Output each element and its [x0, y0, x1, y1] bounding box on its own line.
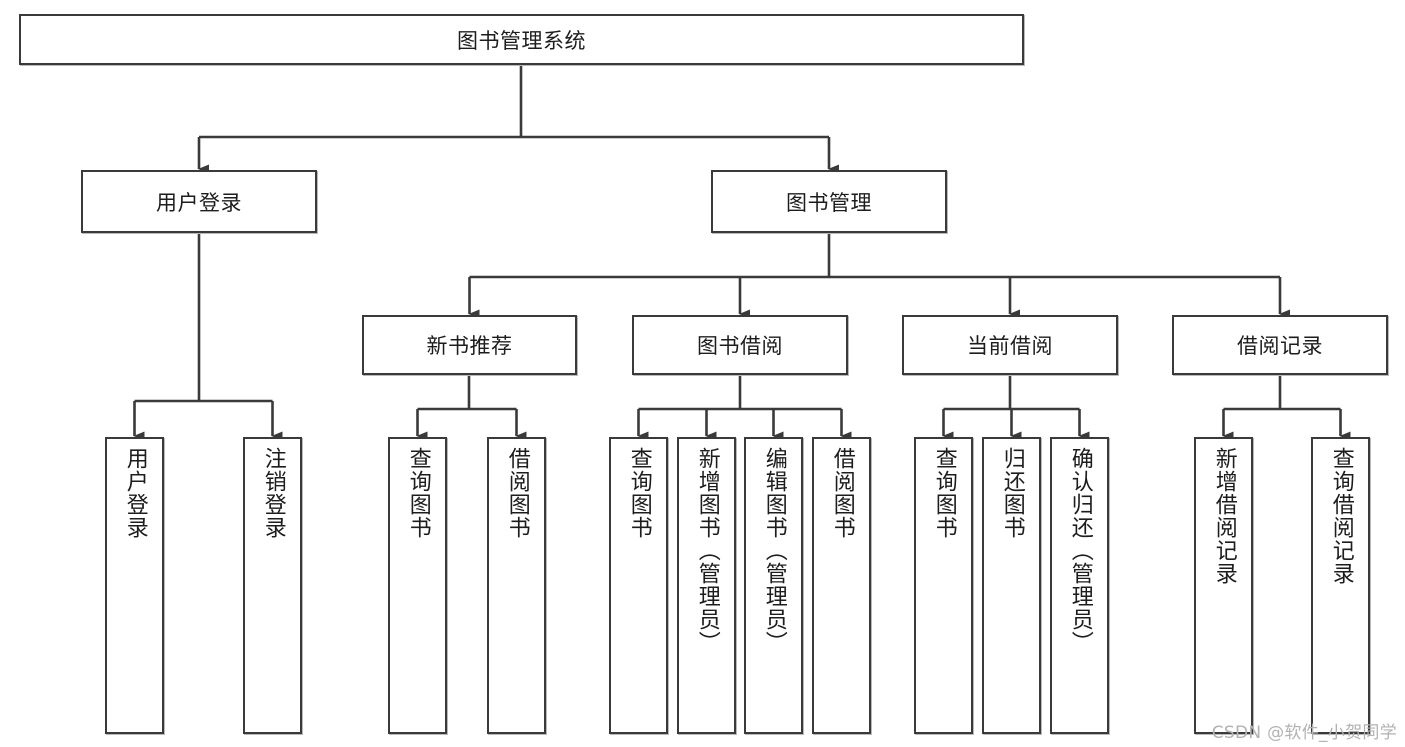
node-label: 借阅图书 — [829, 447, 855, 539]
node-borrow-record[interactable]: 借阅记录 — [1172, 315, 1388, 375]
node-leaf-query-record[interactable]: 查询借阅记录 — [1311, 437, 1370, 734]
node-label: 编辑图书（管理员） — [761, 447, 787, 654]
node-label: 用户登录 — [122, 447, 148, 539]
node-leaf-query-book-1[interactable]: 查询图书 — [388, 437, 447, 734]
node-book-manage[interactable]: 图书管理 — [711, 170, 947, 233]
node-label: 归还图书 — [999, 447, 1025, 539]
node-root[interactable]: 图书管理系统 — [19, 14, 1024, 65]
node-label: 查询图书 — [626, 447, 652, 539]
node-leaf-add-record[interactable]: 新增借阅记录 — [1194, 437, 1253, 734]
node-label: 当前借阅 — [967, 334, 1053, 358]
node-label: 图书借阅 — [697, 334, 783, 358]
node-leaf-logout[interactable]: 注销登录 — [243, 437, 302, 734]
node-user-login[interactable]: 用户登录 — [81, 170, 317, 233]
node-leaf-add-book[interactable]: 新增图书（管理员） — [677, 437, 736, 734]
node-label: 新增借阅记录 — [1211, 447, 1237, 585]
node-label: 注销登录 — [260, 447, 286, 539]
node-label: 借阅记录 — [1237, 334, 1323, 358]
node-label: 新增图书（管理员） — [694, 447, 720, 654]
node-label: 确认归还（管理员） — [1067, 447, 1093, 654]
node-leaf-edit-book[interactable]: 编辑图书（管理员） — [744, 437, 803, 734]
node-label: 借阅图书 — [504, 447, 530, 539]
node-leaf-confirm-return[interactable]: 确认归还（管理员） — [1050, 437, 1109, 734]
node-current-borrow[interactable]: 当前借阅 — [902, 315, 1118, 375]
node-leaf-query-book-2[interactable]: 查询图书 — [609, 437, 668, 734]
node-label: 用户登录 — [156, 190, 242, 215]
node-label: 新书推荐 — [426, 334, 513, 358]
node-label: 图书管理系统 — [457, 28, 586, 53]
node-label: 查询借阅记录 — [1328, 447, 1354, 585]
node-leaf-query-book-3[interactable]: 查询图书 — [914, 437, 973, 734]
node-book-borrow[interactable]: 图书借阅 — [632, 315, 848, 375]
node-leaf-user-login[interactable]: 用户登录 — [105, 437, 164, 734]
node-label: 查询图书 — [405, 447, 431, 539]
node-label: 查询图书 — [931, 447, 957, 539]
node-leaf-borrow-book-2[interactable]: 借阅图书 — [812, 437, 871, 734]
watermark-label: CSDN @软件_小贺同学 — [1211, 723, 1397, 743]
node-leaf-return-book[interactable]: 归还图书 — [982, 437, 1041, 734]
node-label: 图书管理 — [786, 190, 872, 215]
node-new-book-rec[interactable]: 新书推荐 — [362, 315, 577, 375]
node-leaf-borrow-book-1[interactable]: 借阅图书 — [487, 437, 546, 734]
